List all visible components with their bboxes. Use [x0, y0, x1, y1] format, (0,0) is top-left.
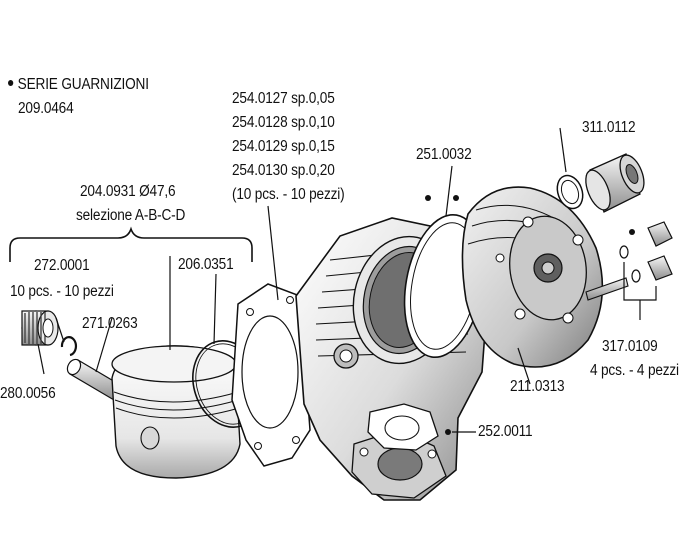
exhaust-gasket-shape	[367, 403, 439, 451]
piston-pin-label: 271.0263	[82, 315, 138, 332]
head-label: 211.0313	[510, 378, 565, 395]
gasket-thickness-note: (10 pcs. - 10 pezzi)	[232, 186, 345, 203]
circlip-note-label: 10 pcs. - 10 pezzi	[10, 283, 114, 300]
kit-title: SERIE GUARNIZIONI	[17, 76, 149, 93]
piston-code-label: 204.0931 Ø47,6	[80, 183, 176, 200]
studs-note-label: 4 pcs. - 4 pezzi	[590, 362, 679, 379]
head-gasket-label: 251.0032	[416, 146, 472, 163]
cylinder-head-shape	[461, 186, 604, 368]
gasket-thickness-line-4: 254.0130 sp.0,20	[232, 162, 335, 179]
fitting-label: 311.0112	[582, 119, 636, 136]
stud-bolt-shape	[585, 277, 629, 301]
base-gasket-label: 206.0351	[178, 256, 234, 273]
circlip-code-label: 272.0001	[34, 257, 90, 274]
kit-code-label: 209.0464	[18, 100, 74, 117]
piston-group-bracket	[9, 226, 253, 262]
bullet-icon	[8, 79, 14, 86]
gasket-thickness-line-2: 254.0128 sp.0,10	[232, 114, 335, 131]
piston-note-label: selezione A-B-C-D	[76, 207, 186, 224]
studs-code-label: 317.0109	[602, 338, 658, 355]
fitting-shape	[556, 153, 645, 213]
kit-title-label: SERIE GUARNIZIONI	[8, 76, 149, 94]
gasket-thickness-line-3: 254.0129 sp.0,15	[232, 138, 335, 155]
gasket-thickness-line-1: 254.0127 sp.0,05	[232, 90, 335, 107]
needle-bearing-shape	[21, 310, 59, 346]
base-gasket-shape	[231, 283, 311, 467]
bearing-label: 280.0056	[0, 385, 56, 402]
exhaust-gasket-label: 252.0011	[478, 423, 533, 440]
piston-shape	[111, 345, 241, 479]
nuts-washers-shape	[619, 221, 673, 283]
